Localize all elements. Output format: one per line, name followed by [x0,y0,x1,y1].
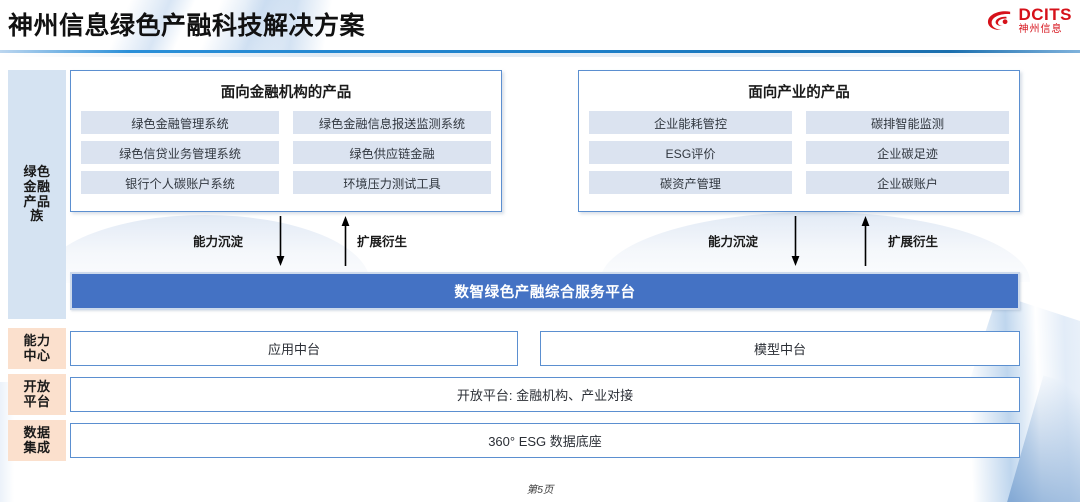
brand-logo-text: DCITS 神州信息 [1019,6,1073,35]
product-item[interactable]: 企业能耗管控 [589,111,792,134]
product-grid-industry: 企业能耗管控 碳排智能监测 ESG评价 企业碳足迹 碳资产管理 企业碳账户 [589,111,1009,194]
product-item[interactable]: 绿色金融管理系统 [81,111,279,134]
brand-logo-cn: 神州信息 [1018,24,1063,35]
flow-label-right-up: 扩展衍生 [888,235,939,249]
data-integration-row[interactable]: 360° ESG 数据底座 [70,423,1020,458]
page-title: 神州信息绿色产融科技解决方案 [8,12,366,40]
arrow-down-icon [276,216,285,266]
capability-item-model-midplatform[interactable]: 模型中台 [540,331,1020,366]
capability-item-application-midplatform[interactable]: 应用中台 [70,331,518,366]
arrow-up-icon [341,216,350,266]
panel-title-financial-institutions: 面向金融机构的产品 [220,85,352,101]
flow-label-left-down: 能力沉淀 [193,235,244,249]
sidebar-label-data-integration: 数据集成 [23,424,51,455]
sidebar-label-green-finance-products: 绿色金融产品族 [23,163,51,224]
product-item[interactable]: 绿色金融信息报送监测系统 [293,111,491,134]
sidebar-label-open-platform: 开放平台 [23,378,51,409]
product-item[interactable]: 企业碳足迹 [806,141,1009,164]
swirl-logo-icon [987,10,1010,30]
product-grid-financial-institutions: 绿色金融管理系统 绿色金融信息报送监测系统 绿色信贷业务管理系统 绿色供应链金融… [81,111,491,194]
product-item[interactable]: 环境压力测试工具 [293,171,491,194]
product-item[interactable]: 绿色信贷业务管理系统 [81,141,279,164]
header-divider-rule-soft [0,53,1080,57]
arrow-up-icon [861,216,870,266]
product-item[interactable]: 银行个人碳账户系统 [81,171,279,194]
product-item[interactable]: 绿色供应链金融 [293,141,491,164]
header-divider-rule [0,50,1080,53]
product-item[interactable]: 碳资产管理 [589,171,792,194]
brand-logo: DCITS 神州信息 [986,6,1073,35]
product-item[interactable]: 企业碳账户 [806,171,1009,194]
product-item[interactable]: ESG评价 [589,141,792,164]
panel-title-industry: 面向产业的产品 [748,85,850,101]
sidebar-item-open-platform: 开放平台 [8,374,66,415]
sidebar-item-capability-center: 能力中心 [8,328,66,369]
open-platform-row[interactable]: 开放平台: 金融机构、产业对接 [70,377,1020,412]
sidebar-item-data-integration: 数据集成 [8,420,66,461]
sidebar-item-green-finance-products: 绿色金融产品族 [8,70,66,319]
brand-logo-en: DCITS [1018,5,1072,24]
platform-bar[interactable]: 数智绿色产融综合服务平台 [70,272,1020,310]
arrow-down-icon [791,216,800,266]
product-panel-industry: 面向产业的产品 企业能耗管控 碳排智能监测 ESG评价 企业碳足迹 碳资产管理 … [578,70,1020,212]
flow-label-left-up: 扩展衍生 [357,235,408,249]
slide-header: 神州信息绿色产融科技解决方案 DCITS 神州信息 [0,0,1080,50]
flow-label-right-down: 能力沉淀 [708,235,759,249]
page-number-footer: 第5页 [526,484,554,496]
product-item[interactable]: 碳排智能监测 [806,111,1009,134]
sidebar-label-capability-center: 能力中心 [23,332,51,363]
product-panel-financial-institutions: 面向金融机构的产品 绿色金融管理系统 绿色金融信息报送监测系统 绿色信贷业务管理… [70,70,502,212]
